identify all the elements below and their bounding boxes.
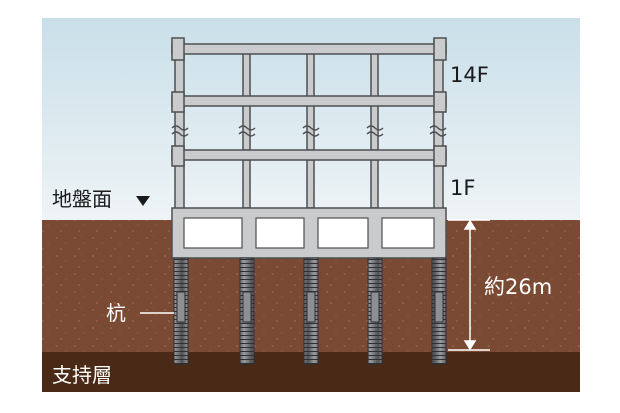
triangle-down-icon xyxy=(136,196,150,206)
foundation-openings xyxy=(183,217,435,249)
label-ground-surface: 地盤面 xyxy=(52,187,112,211)
label-depth: 約26m xyxy=(484,275,552,299)
left-column xyxy=(174,39,185,211)
arrow-up-icon xyxy=(463,219,477,230)
slab-upper-break xyxy=(171,149,447,161)
label-14f: 14F xyxy=(450,63,489,87)
label-pile: 杭 xyxy=(106,301,126,325)
roof-slab xyxy=(171,43,447,55)
depth-dimension xyxy=(448,219,490,351)
label-1f: 1F xyxy=(450,176,475,200)
piles xyxy=(173,257,447,365)
right-column xyxy=(433,39,444,211)
slab-14f xyxy=(171,95,447,107)
arrow-down-icon xyxy=(463,340,477,351)
wavy-break-icon xyxy=(171,125,447,137)
label-bearing-layer: 支持層 xyxy=(52,363,112,387)
